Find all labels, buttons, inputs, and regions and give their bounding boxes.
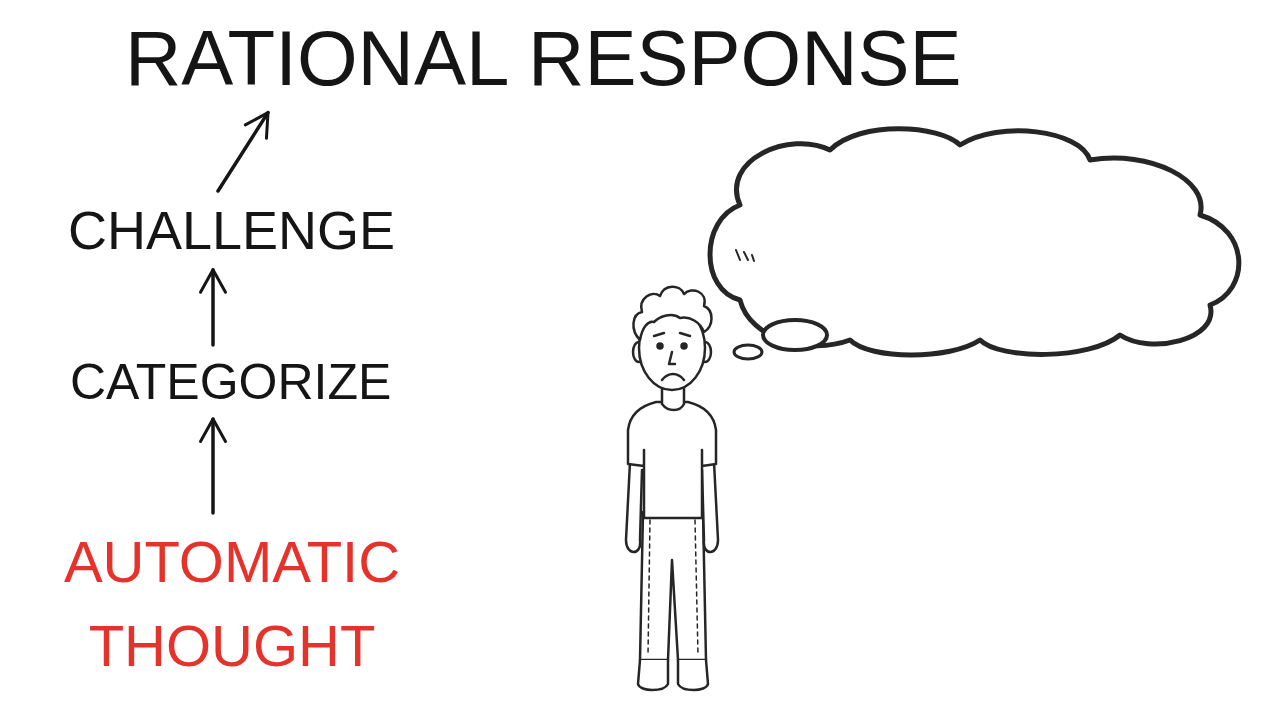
person-figure — [626, 287, 718, 690]
step-label: CATEGORIZE — [70, 352, 391, 412]
process-step: CATEGORIZE — [70, 352, 391, 412]
sad-mouth — [662, 374, 684, 380]
step-label: AUTOMATIC THOUGHT — [42, 520, 422, 688]
thought-bubble — [763, 320, 827, 350]
flow-arrow — [211, 270, 215, 345]
jeans-seam — [648, 520, 698, 655]
person-legs — [640, 512, 706, 660]
thought-cloud — [710, 129, 1239, 355]
eyebrows — [654, 333, 690, 336]
start-step: AUTOMATIC THOUGHT — [42, 520, 422, 688]
outcome-step: RATIONAL RESPONSE — [125, 12, 962, 106]
eye — [682, 344, 687, 349]
process-step: CHALLENGE — [68, 198, 395, 263]
flow-arrow — [218, 113, 268, 191]
cloud-mark — [736, 250, 754, 261]
hair — [633, 287, 711, 340]
flow-arrow — [211, 419, 215, 513]
person-shoes — [638, 660, 708, 690]
thought-bubble — [734, 345, 762, 359]
eye — [658, 344, 663, 349]
step-label: RATIONAL RESPONSE — [125, 12, 962, 106]
step-label: CHALLENGE — [68, 198, 395, 263]
nose — [669, 352, 675, 364]
tshirt — [628, 402, 716, 518]
